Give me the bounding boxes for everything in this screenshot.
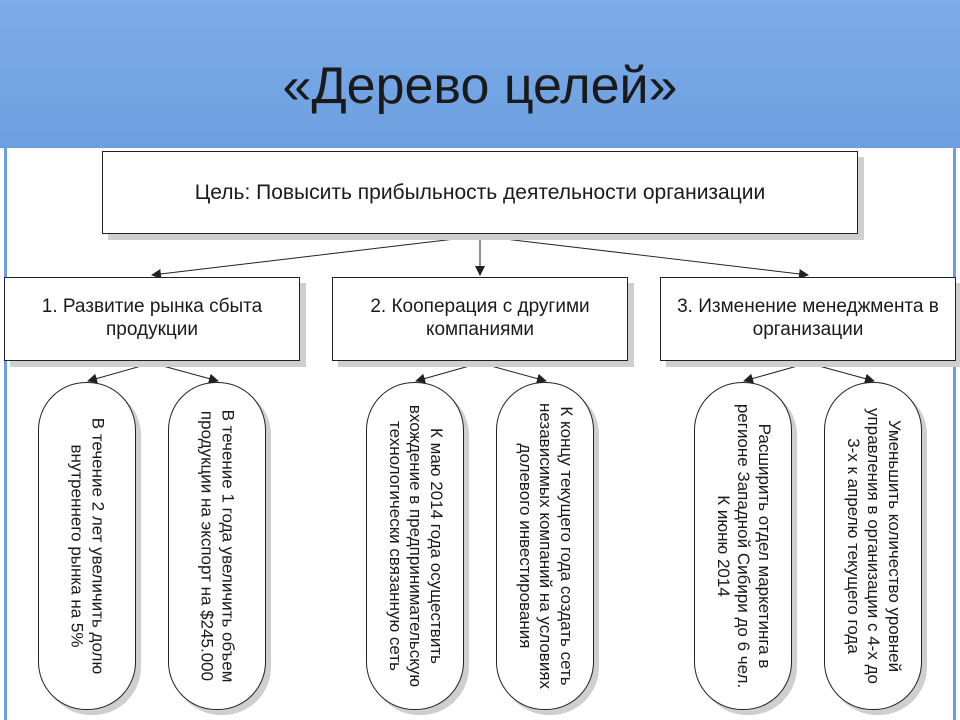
leaf-2-2-text: К концу текущего года создать сеть незав…	[515, 402, 577, 690]
leaf-1-2-text: В течение 1 года увеличить объем продукц…	[198, 409, 238, 683]
slide-title: «Дерево целей»	[282, 57, 678, 115]
leaf-1-1-text: В течение 2 лет увеличить долю внутренне…	[68, 417, 108, 675]
goal-box: Цель: Повысить прибыльность деятельности…	[102, 151, 858, 234]
leaf-3-2: Уменьшить количество уровней управления …	[824, 382, 922, 710]
leaf-1-2: В течение 1 года увеличить объем продукц…	[168, 382, 266, 710]
branch-2-box: 2. Кооперация с другими компаниями	[332, 277, 628, 361]
leaf-2-2: К концу текущего года создать сеть незав…	[496, 382, 594, 710]
connector-branch-1-leaf-1	[87, 362, 153, 384]
connector-branch-1-leaf-2	[151, 362, 219, 384]
connector-branch-2-leaf-1	[415, 362, 481, 384]
leaf-3-1-text: Расширить отдел маркетинга в регионе Зап…	[713, 403, 775, 689]
connector-root-branch-1	[151, 235, 481, 279]
leaf-1-1: В течение 2 лет увеличить долю внутренне…	[38, 382, 136, 710]
branch-3-box: 3. Изменение менеджмента в организации	[660, 277, 956, 361]
branch-1-label: 1. Развитие рынка сбыта продукции	[41, 296, 263, 340]
connector-branch-3-leaf-2	[807, 362, 875, 384]
connector-branch-2-leaf-2	[479, 362, 547, 384]
branch-1-box: 1. Развитие рынка сбыта продукции	[4, 277, 300, 361]
leaf-2-1-text: К маю 2014 года осуществить вхождение в …	[385, 404, 447, 688]
branch-2-label: 2. Кооперация с другими компаниями	[370, 296, 590, 340]
connector-branch-3-leaf-1	[743, 362, 809, 384]
leaf-3-2-text: Уменьшить количество уровней управления …	[843, 408, 905, 684]
connector-root-branch-3	[479, 235, 809, 279]
branch-3-label: 3. Изменение менеджмента в организации	[677, 296, 939, 340]
title-band	[0, 0, 960, 148]
leaf-3-1: Расширить отдел маркетинга в регионе Зап…	[694, 382, 792, 710]
goal-text: Цель: Повысить прибыльность деятельности…	[194, 180, 766, 204]
leaf-2-1: К маю 2014 года осуществить вхождение в …	[366, 382, 464, 710]
